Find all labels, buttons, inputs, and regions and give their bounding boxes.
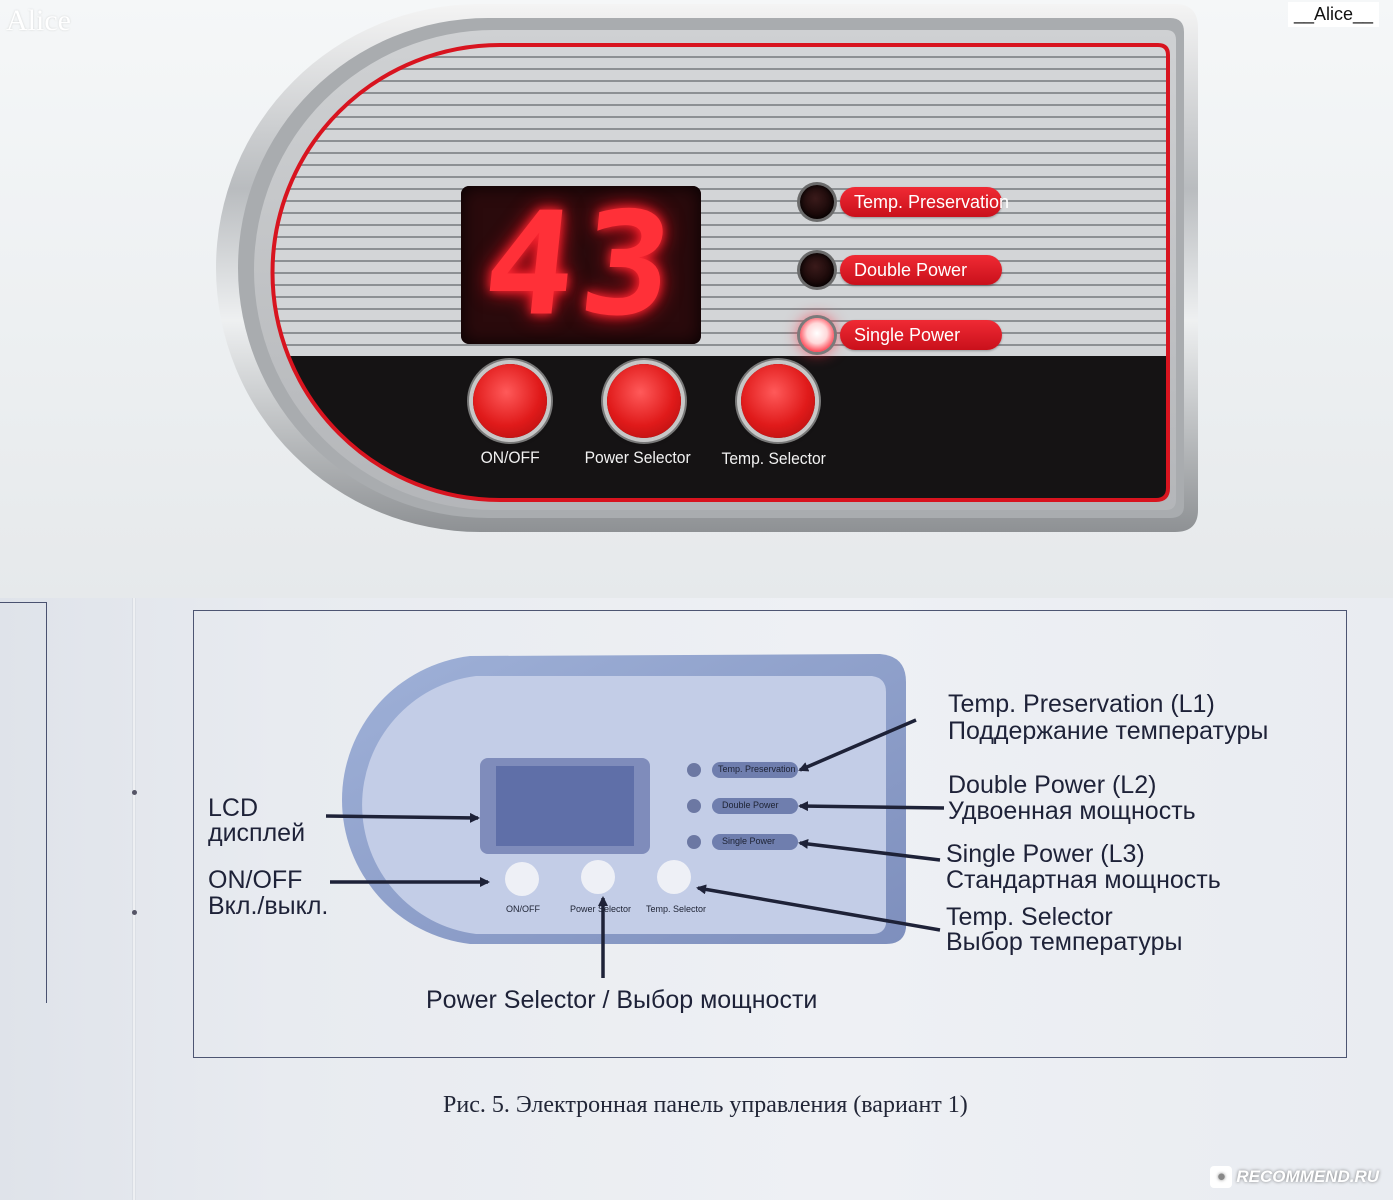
- callout-onoff-ru: Вкл./выкл.: [208, 892, 329, 920]
- device-photo: Alice __Alice__ 43 Temp. Preservation Do…: [0, 0, 1393, 598]
- page-fold: [132, 598, 136, 1200]
- callout-power-selector: Power Selector / Выбор мощности: [426, 986, 818, 1014]
- callout-lcd-en: LCD: [208, 794, 259, 822]
- indicator-label: Single Power: [840, 320, 1002, 350]
- on-off-button[interactable]: [473, 364, 547, 438]
- temperature-display: 43: [461, 182, 701, 348]
- callout-lcd-ru: дисплей: [208, 819, 306, 847]
- led-icon: [800, 318, 834, 352]
- led-icon: [800, 185, 834, 219]
- diagram-indicator-label: Single Power: [722, 836, 776, 846]
- panel-diagram: [325, 654, 945, 978]
- diagram-indicator-label: Temp. Preservation: [718, 764, 796, 774]
- author-tag: __Alice__: [1287, 2, 1379, 27]
- temp-selector-label: Temp. Selector: [721, 449, 826, 468]
- temperature-value: 43: [476, 182, 686, 348]
- page-border: [0, 602, 47, 1003]
- power-selector-button[interactable]: [607, 364, 681, 438]
- callout-double-power-en: Double Power (L2): [948, 771, 1157, 799]
- callout-single-power-en: Single Power (L3): [946, 840, 1145, 868]
- callout-temp-selector-en: Temp. Selector: [946, 903, 1113, 931]
- diagram-button-label: ON/OFF: [506, 904, 540, 914]
- figure-frame: [193, 610, 1347, 1058]
- staple-hole: [132, 910, 137, 915]
- diagram-indicator-label: Double Power: [722, 800, 779, 810]
- site-logo-text: RECOMMEND.RU: [1236, 1167, 1379, 1186]
- callout-temp-selector-ru: Выбор температуры: [946, 928, 1183, 956]
- callout-temp-preservation-en: Temp. Preservation (L1): [948, 690, 1215, 718]
- indicator-single-power: Single Power: [800, 318, 1002, 352]
- staple-hole: [132, 790, 137, 795]
- indicator-temp-preservation: Temp. Preservation: [800, 185, 1009, 219]
- figure-caption: Рис. 5. Электронная панель управления (в…: [443, 1092, 968, 1118]
- callout-temp-preservation-ru: Поддержание температуры: [948, 717, 1269, 745]
- power-selector-label: Power Selector: [584, 448, 691, 467]
- callout-onoff-en: ON/OFF: [208, 866, 303, 894]
- indicator-double-power: Double Power: [800, 253, 1002, 287]
- temp-selector-button[interactable]: [741, 364, 815, 438]
- callout-double-power-ru: Удвоенная мощность: [948, 797, 1196, 825]
- led-icon: [800, 253, 834, 287]
- watermark: Alice: [6, 4, 71, 37]
- indicator-label: Temp. Preservation: [840, 187, 1009, 217]
- site-logo: ● RECOMMEND.RU: [1210, 1166, 1379, 1188]
- callout-single-power-ru: Стандартная мощность: [946, 866, 1221, 894]
- diagram-button-label: Temp. Selector: [646, 904, 707, 914]
- on-off-label: ON/OFF: [480, 448, 540, 467]
- recommend-logo-icon: ●: [1210, 1166, 1233, 1188]
- diagram-button-label: Power Selector: [570, 904, 632, 914]
- manual-photo: Temp. Preservation Double Power Single P…: [0, 598, 1393, 1200]
- indicator-label: Double Power: [840, 255, 1002, 285]
